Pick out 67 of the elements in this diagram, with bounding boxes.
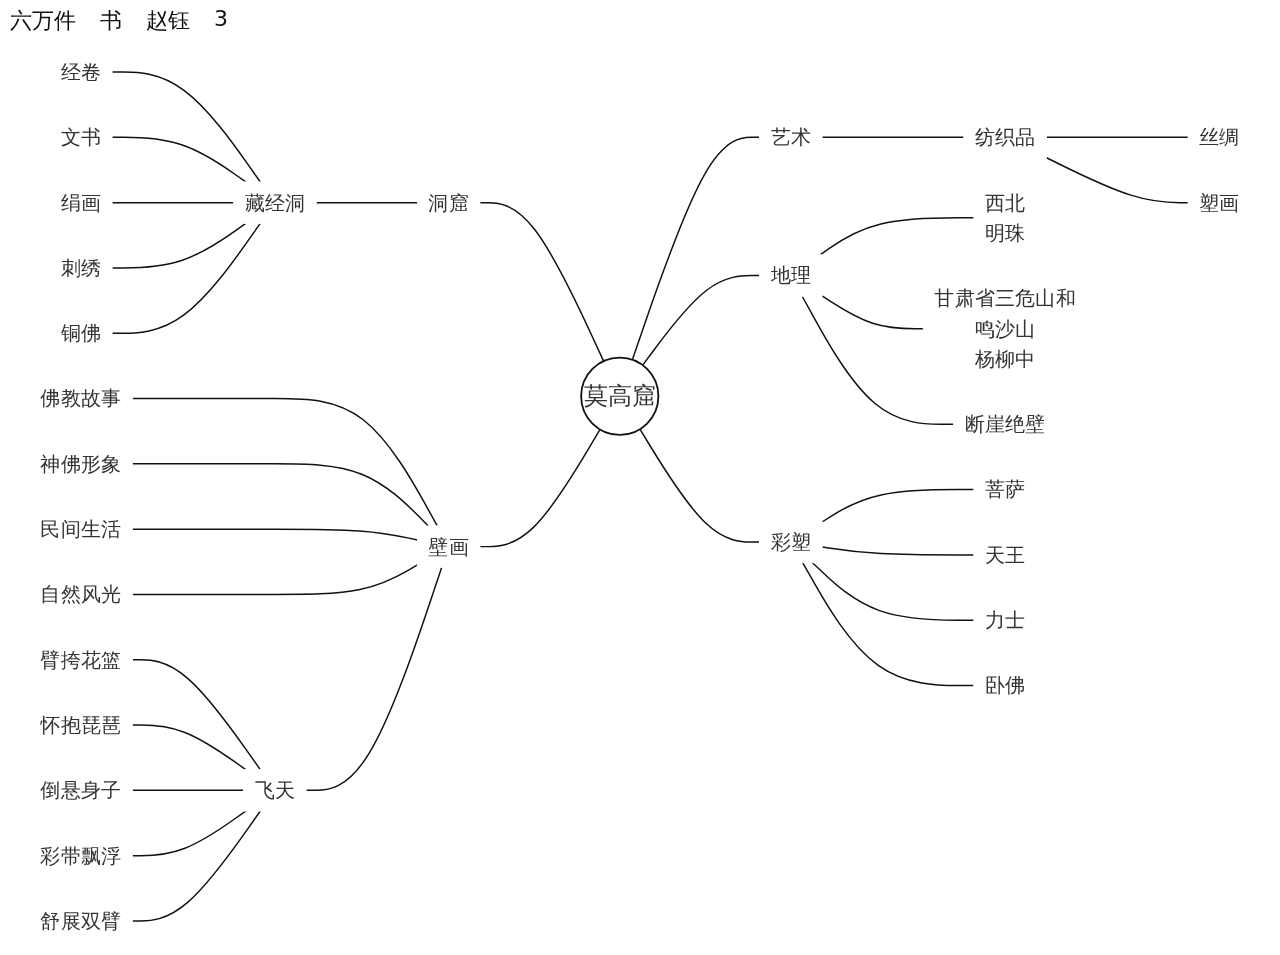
connector xyxy=(801,562,975,687)
connector xyxy=(111,136,247,183)
node-text: 洞窟 xyxy=(428,191,469,215)
node-text: 西北 明珠 xyxy=(984,191,1026,245)
node-text: 地理 xyxy=(770,264,812,288)
node-text: 文书 xyxy=(60,125,102,149)
node-text: 甘肃省三危山和 鸣沙山 杨柳中 xyxy=(934,286,1076,371)
node-text: 卧佛 xyxy=(984,674,1026,697)
node-text: 绢画 xyxy=(60,191,102,215)
node-text: 佛教故事 xyxy=(40,387,122,411)
connector xyxy=(801,295,955,426)
connector xyxy=(111,222,247,269)
connector xyxy=(639,428,761,543)
note-text: 赵钰 xyxy=(146,7,190,35)
connector xyxy=(111,71,262,183)
connector xyxy=(131,789,245,792)
node-text: 铜佛 xyxy=(60,321,102,345)
connector xyxy=(131,810,247,857)
node-text: 彩塑 xyxy=(770,530,812,554)
node-text: 断崖绝壁 xyxy=(964,412,1046,436)
connector xyxy=(821,488,975,523)
node-text: 飞天 xyxy=(254,778,296,802)
node-text: 丝绸 xyxy=(1199,125,1240,149)
node-text: 藏经洞 xyxy=(244,191,306,215)
connector xyxy=(821,136,965,139)
node-text: 怀抱琵琶 xyxy=(40,713,122,737)
node-text: 民间生活 xyxy=(40,517,122,541)
note-text: 3 xyxy=(214,6,228,33)
node-text: 壁画 xyxy=(428,535,469,559)
connector xyxy=(131,463,429,527)
connector xyxy=(642,274,761,366)
connector xyxy=(131,397,438,527)
node-text: 纺织品 xyxy=(974,125,1036,149)
node-text: 彩带飘浮 xyxy=(40,844,122,868)
node-text: 神佛形象 xyxy=(40,452,122,476)
node-circle: 莫高窟 xyxy=(580,356,660,436)
connector xyxy=(315,201,419,204)
note-text: 书 xyxy=(100,7,122,35)
connector xyxy=(131,810,262,922)
connector xyxy=(305,566,443,792)
node-text: 经卷 xyxy=(60,60,102,84)
connector xyxy=(631,136,761,361)
connector xyxy=(131,528,419,541)
node-text: 自然风光 xyxy=(40,582,122,606)
connector xyxy=(131,564,419,596)
connector xyxy=(111,201,235,204)
node-text: 菩萨 xyxy=(984,478,1026,502)
connector xyxy=(811,562,975,621)
note-text: 六万件 xyxy=(10,7,76,35)
node-text: 舒展双臂 xyxy=(40,909,122,933)
connector xyxy=(131,659,262,771)
node-text: 力士 xyxy=(984,608,1026,632)
connector xyxy=(1045,136,1189,139)
connector xyxy=(821,295,924,330)
node-text: 刺绣 xyxy=(60,256,102,280)
connector xyxy=(131,724,247,771)
node-text: 艺术 xyxy=(770,125,812,149)
connector xyxy=(479,201,605,362)
connector xyxy=(479,428,601,548)
connector xyxy=(1045,157,1189,204)
node-text: 天王 xyxy=(984,543,1026,567)
node-text: 倒悬身子 xyxy=(40,778,122,802)
connector xyxy=(111,222,262,334)
node-text: 塑画 xyxy=(1199,191,1240,215)
node-text: 臂挎花篮 xyxy=(40,648,122,672)
connector xyxy=(819,217,975,256)
connector xyxy=(821,546,975,556)
